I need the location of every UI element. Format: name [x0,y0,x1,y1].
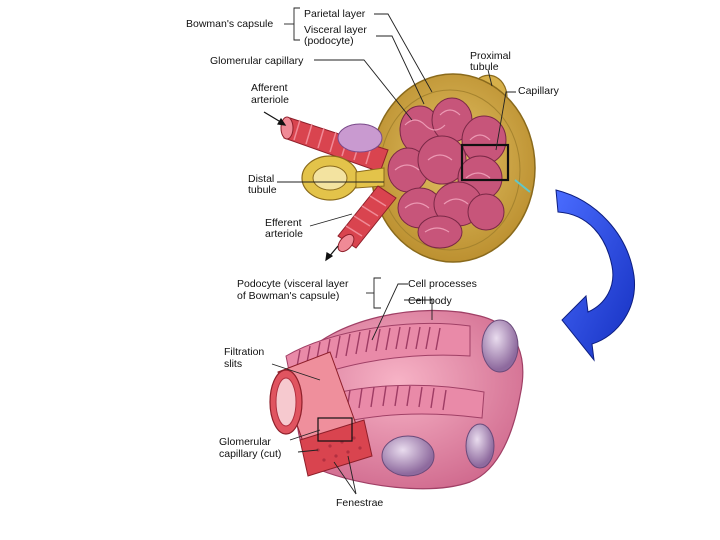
renal-corpuscle-illustration [263,73,536,263]
label-parietal-layer: Parietal layer [304,8,366,20]
label-afferent-arteriole-2: arteriole [251,94,289,106]
label-filtration-slits-1: Filtration [224,346,265,358]
efferent-arteriole-shape [337,185,397,253]
label-visceral-layer: Visceral layer [304,24,367,36]
label-afferent-arteriole-1: Afferent [251,82,288,94]
label-distal-tubule-2: tubule [248,184,277,196]
label-cell-body: Cell body [408,295,452,307]
glomerular-capillary-cut-shape [269,351,373,477]
label-efferent-arteriole-1: Efferent [265,217,302,229]
label-proximal-tubule-2: tubule [470,61,499,73]
bottom-leader-lines [271,277,433,495]
glomerulus-loops [387,97,507,249]
label-filtration-slits-2: slits [224,358,243,370]
label-glomerular-capillary: Glomerular capillary [210,55,304,67]
fenestrae-highlight-box [317,417,353,442]
label-fenestrae: Fenestrae [336,497,384,509]
top-leader-lines [277,7,516,227]
label-glomerular-capillary-cut-2: capillary (cut) [219,448,282,460]
label-glomerular-capillary-cut-1: Glomerular [219,436,271,448]
magnified-region-box [460,143,510,182]
distal-tubule-shape [301,155,385,201]
label-efferent-arteriole-2: arteriole [265,228,303,240]
magnification-arrow [555,189,635,362]
label-cell-processes: Cell processes [408,278,477,290]
label-proximal-tubule-1: Proximal [470,50,511,62]
label-podocyte-1: Podocyte (visceral layer [237,278,349,290]
label-bowmans-capsule: Bowman's capsule [186,18,274,30]
label-distal-tubule-1: Distal [248,173,275,185]
label-visceral-layer-podocyte: (podocyte) [304,35,354,47]
podocyte-detail-illustration [269,309,524,490]
label-podocyte-2: of Bowman's capsule) [237,290,340,302]
label-capillary: Capillary [518,85,559,97]
blood-flow-arrows [263,111,339,262]
